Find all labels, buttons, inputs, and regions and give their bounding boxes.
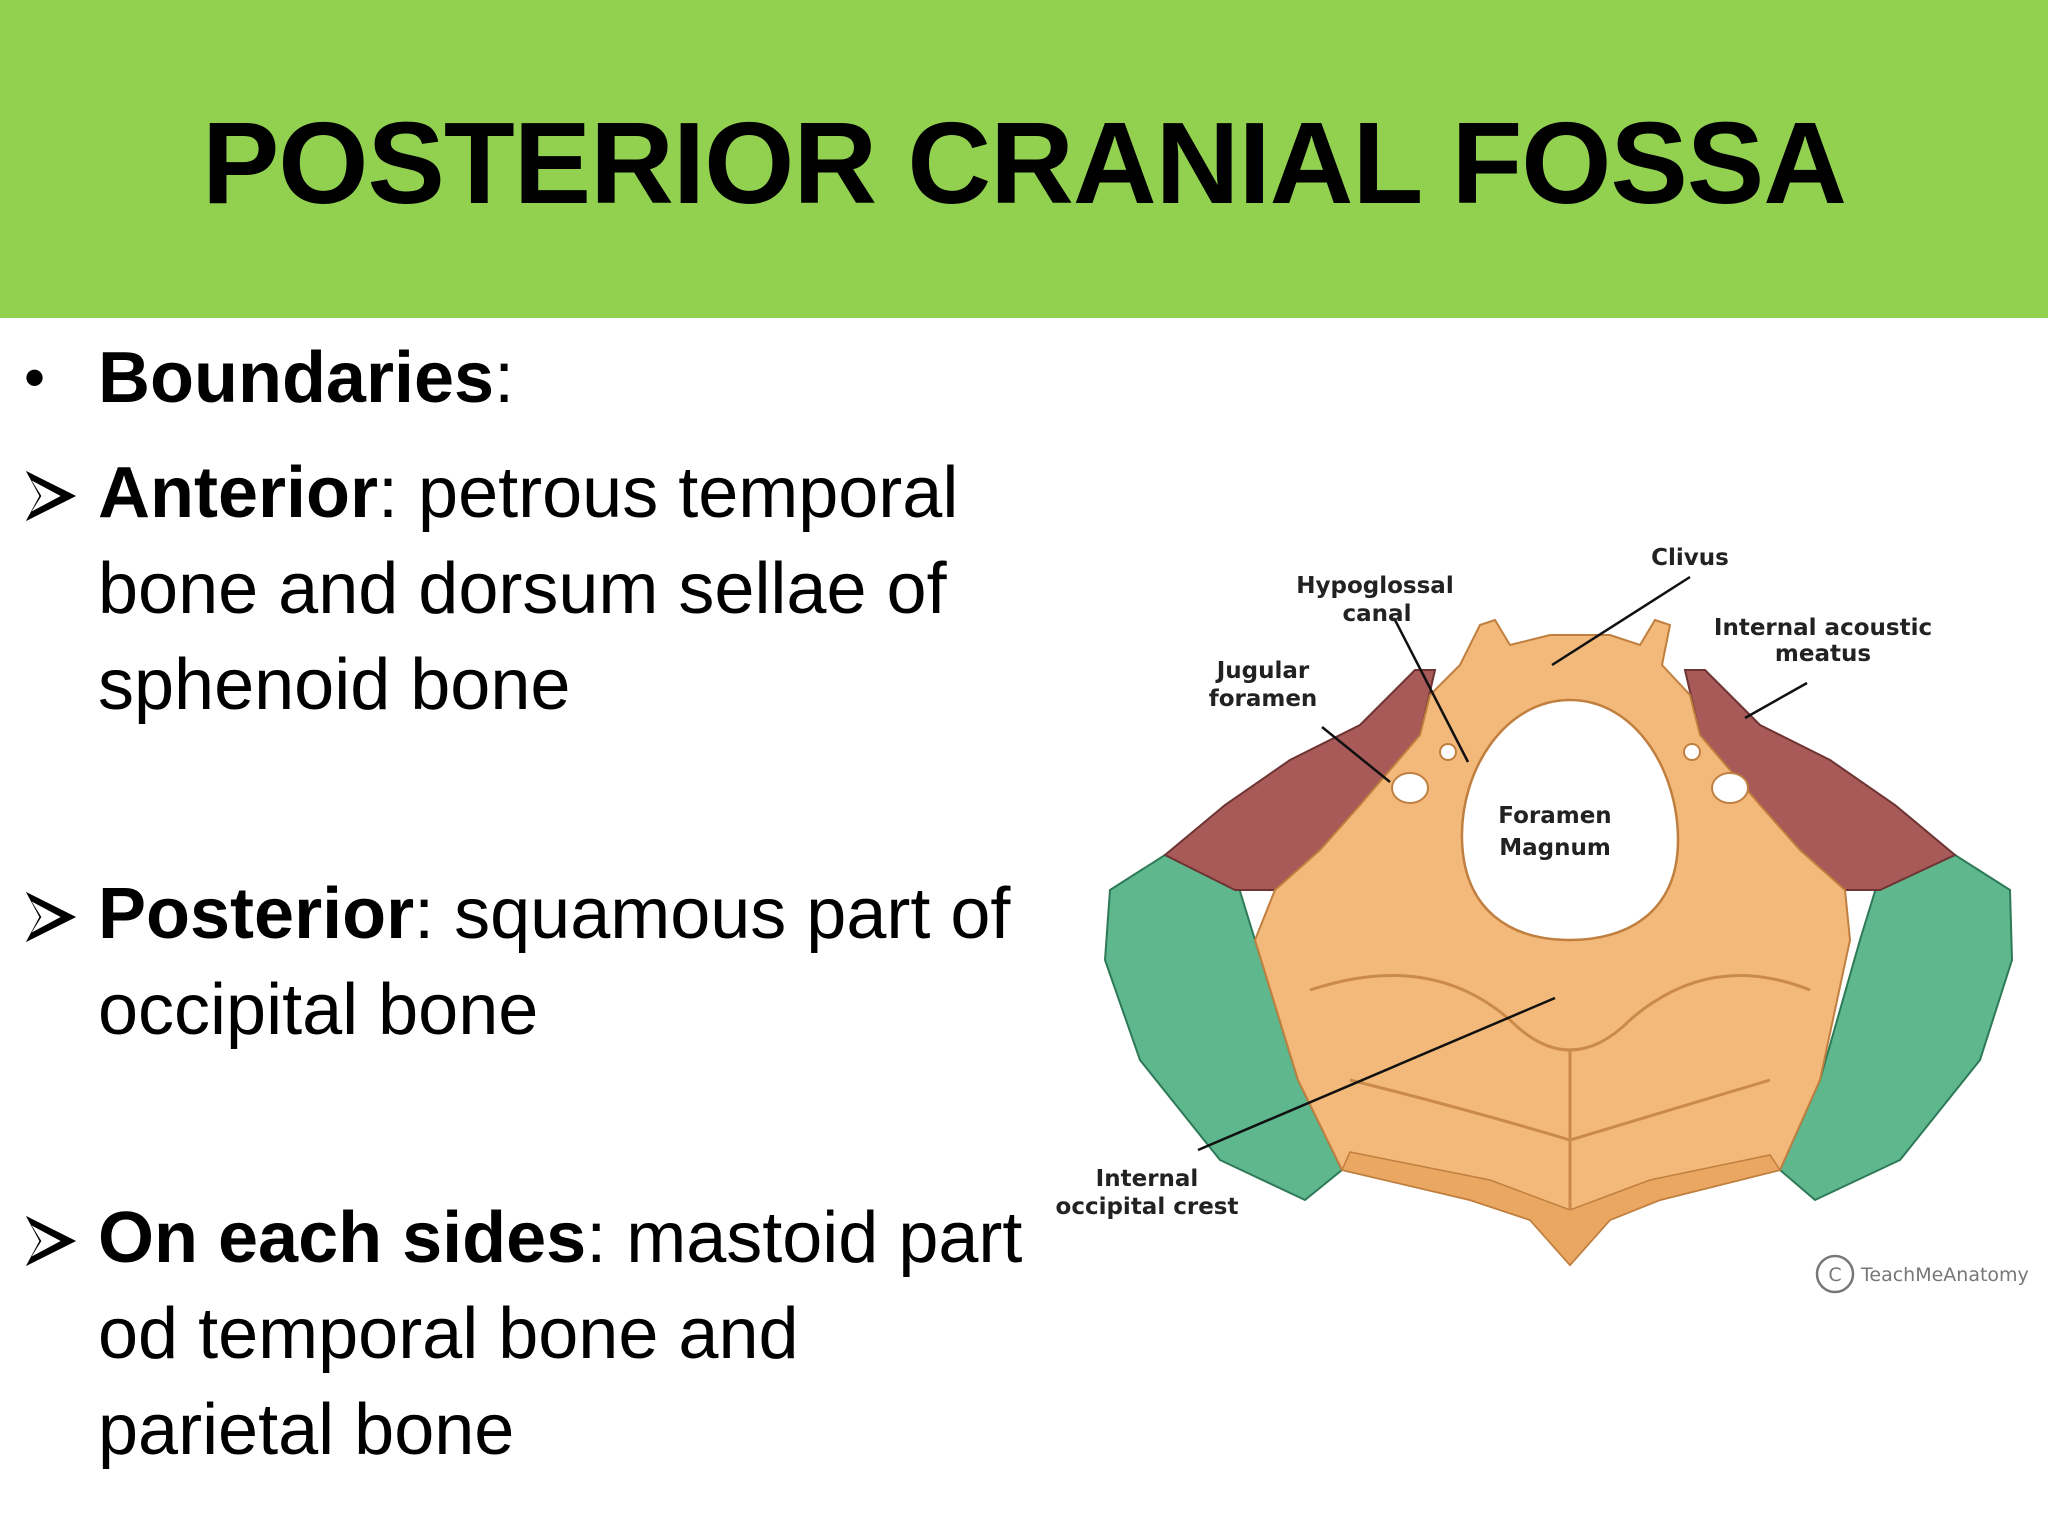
label-crest-line2: occipital crest — [1056, 1194, 1239, 1220]
leader-jugular — [1321, 726, 1391, 783]
label-hypoglossal-line1: Hypoglossal — [1296, 573, 1453, 599]
slide-title: POSTERIOR CRANIAL FOSSA — [201, 98, 1847, 228]
sides-desc: : mastoid part od temporal bone and pari… — [98, 1198, 1023, 1470]
hypoglossal-canal-left — [1439, 743, 1457, 761]
watermark-teachmeanatomy: TeachMeAnatomy — [1860, 1264, 2029, 1286]
anterior-term: Anterior — [98, 453, 379, 533]
occipital-rim — [1340, 1151, 1782, 1267]
label-foramen-line2: Magnum — [1499, 835, 1611, 861]
label-hypoglossal-line2: canal — [1343, 601, 1412, 627]
cranial-fossa-diagram: Clivus Hypoglossal canal Internal acoust… — [1050, 520, 2048, 1310]
boundaries-colon: : — [494, 338, 515, 418]
label-crest-line1: Internal — [1096, 1166, 1199, 1192]
label-internal-acoustic-line1: Internal acoustic — [1714, 615, 1932, 641]
foramen-magnum — [1460, 698, 1680, 942]
posterior-term: Posterior — [98, 874, 415, 954]
posterior-desc: : squamous part of occipital bone — [98, 874, 1011, 1050]
occipital-ridges — [1309, 974, 1811, 1210]
jugular-foramen-right — [1711, 772, 1749, 804]
bullet-dot: • — [24, 344, 46, 411]
arrow-bullet-icon — [22, 866, 92, 946]
leader-hypoglossal — [1392, 617, 1470, 763]
leader-clivus — [1551, 575, 1691, 667]
copyright-icon: C — [1815, 1254, 1855, 1294]
label-clivus: Clivus — [1651, 545, 1729, 571]
arrow-bullet-icon — [22, 1190, 92, 1270]
arrow-bullet-icon — [22, 445, 92, 525]
jugular-foramen-left — [1391, 772, 1429, 804]
label-foramen-line1: Foramen — [1498, 803, 1611, 829]
label-jugular-line2: foramen — [1209, 686, 1318, 712]
leader-crest — [1197, 996, 1556, 1152]
svg-text:C: C — [1828, 1264, 1841, 1286]
leader-internal-acoustic — [1744, 681, 1808, 720]
hypoglossal-canal-right — [1683, 743, 1701, 761]
label-internal-acoustic-line2: meatus — [1775, 641, 1871, 667]
boundaries-heading: Boundaries — [98, 338, 495, 418]
anterior-desc: : petrous temporal bone and dorsum sella… — [98, 453, 959, 725]
title-banner — [0, 0, 2048, 318]
sides-term: On each sides — [98, 1198, 587, 1278]
label-jugular-line1: Jugular — [1215, 658, 1310, 684]
